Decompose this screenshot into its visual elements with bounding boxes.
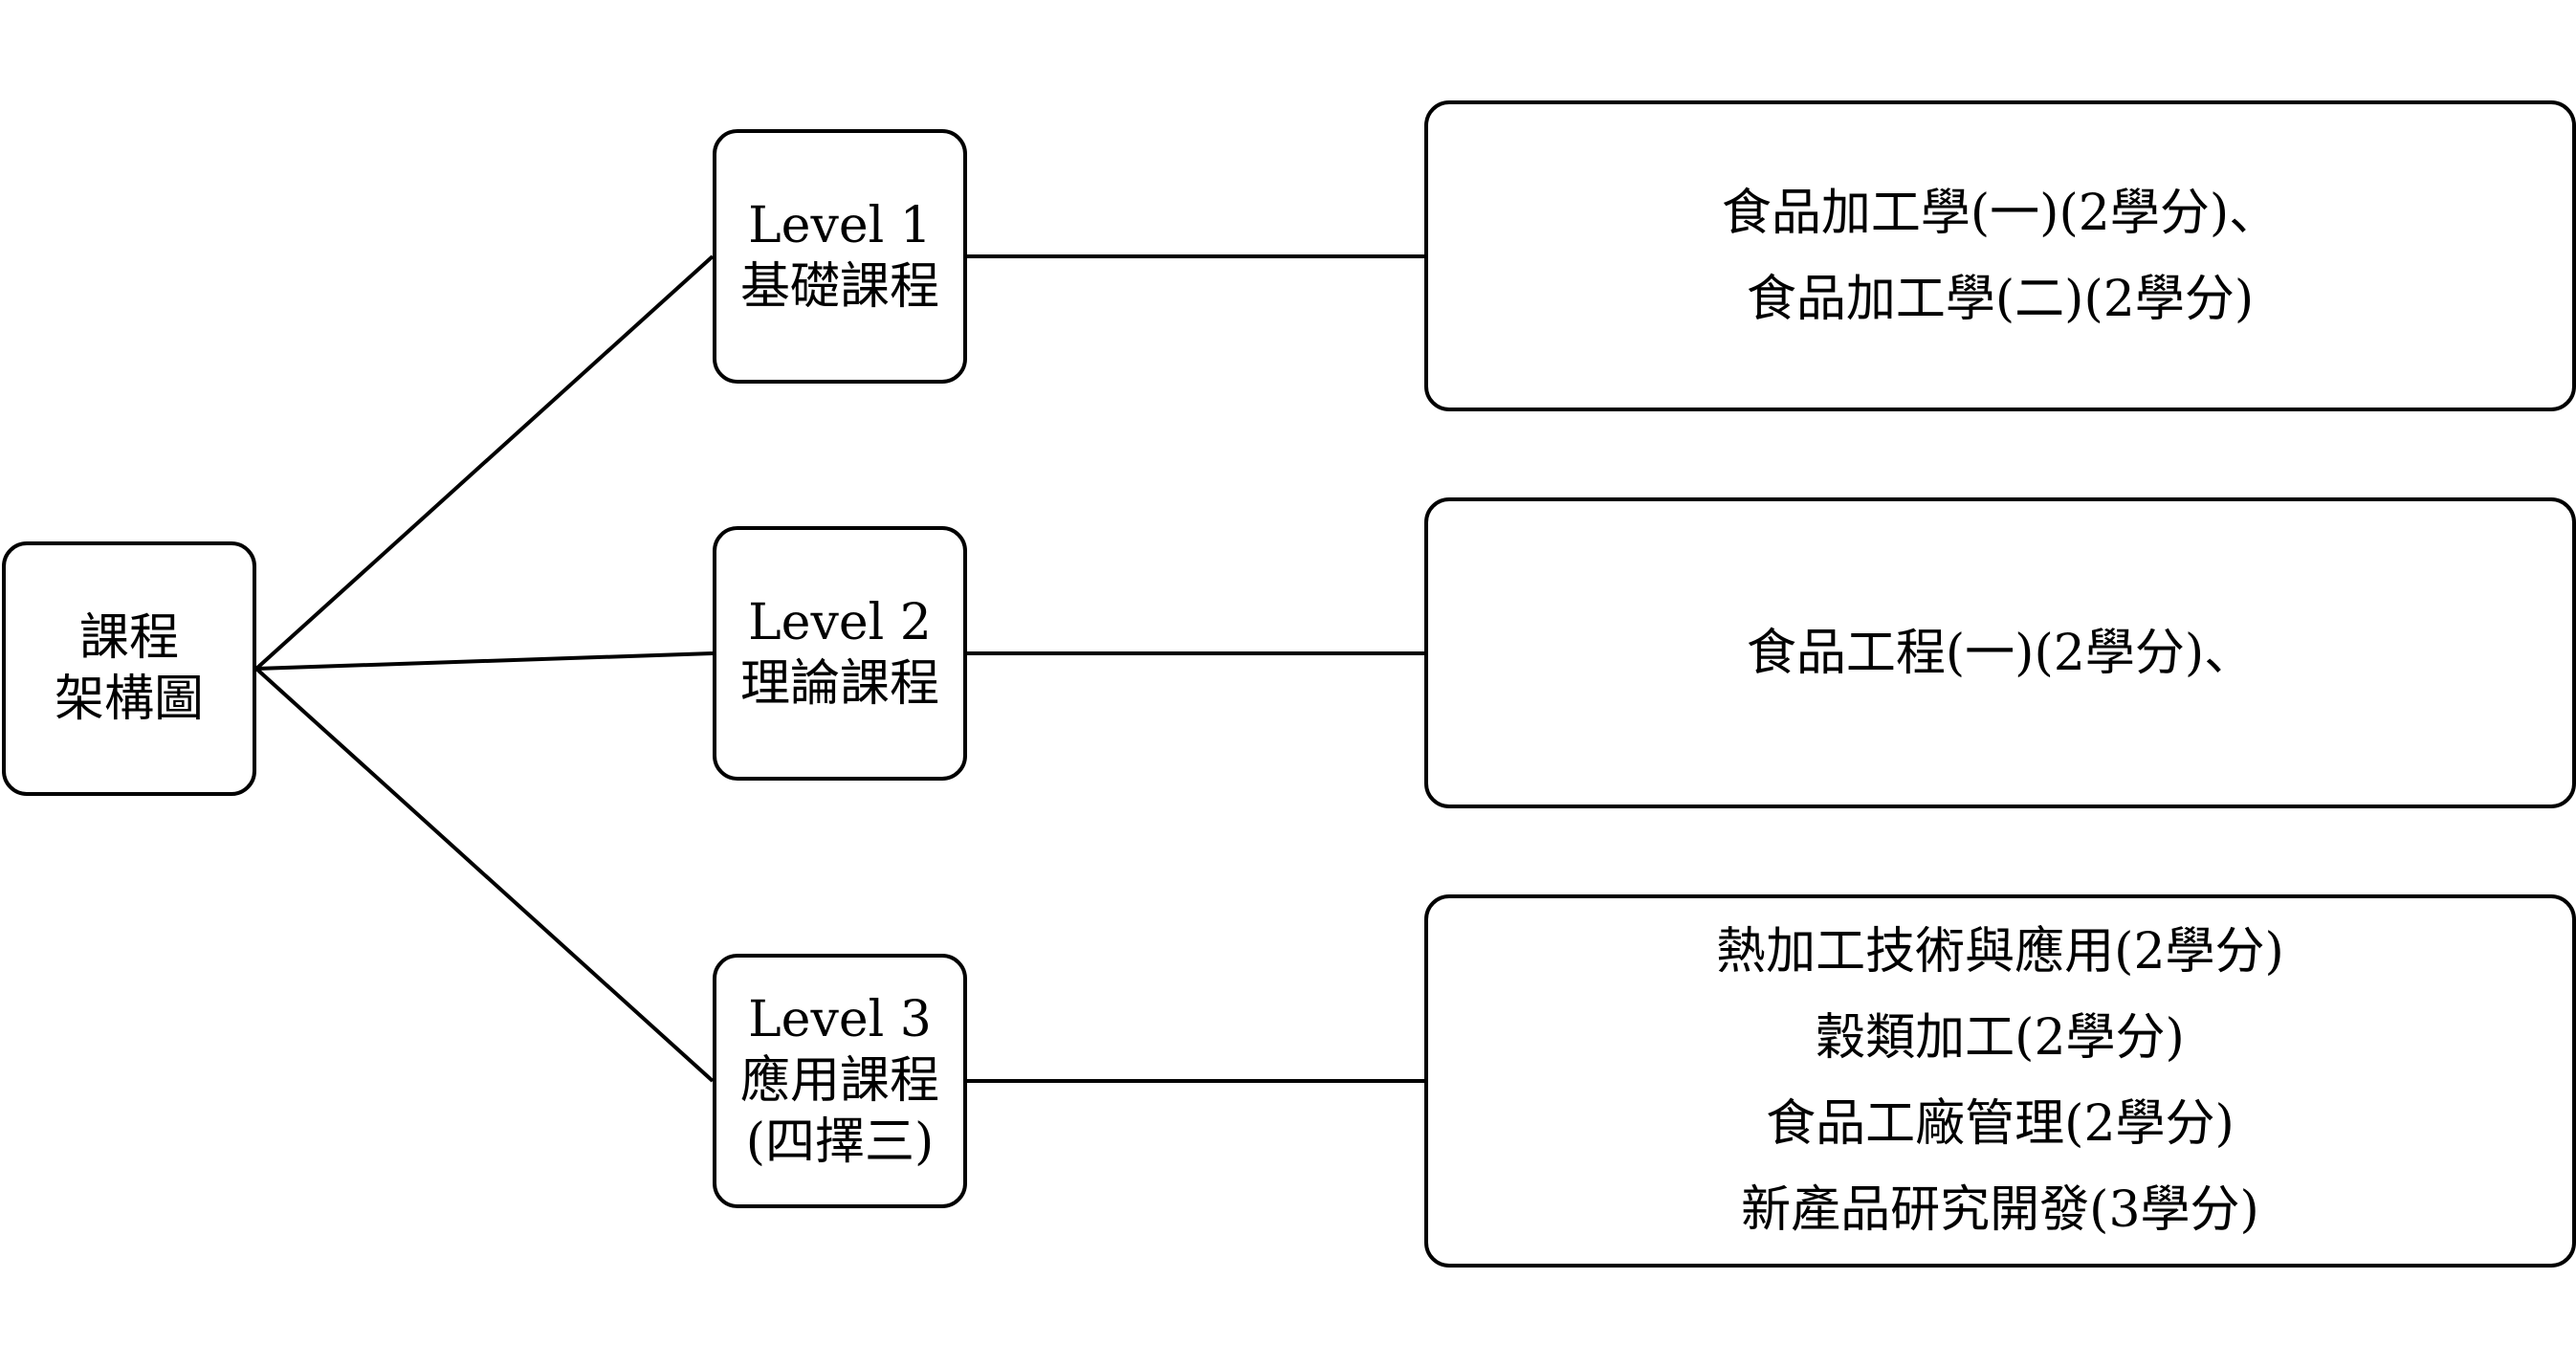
connector-root-level3 [254, 667, 715, 1083]
level-1-title: Level 1 [748, 197, 932, 254]
level-3-node: Level 3 應用課程 (四擇三) [713, 954, 967, 1208]
level-2-node: Level 2 理論課程 [713, 526, 967, 781]
root-line: 課程 [78, 609, 179, 667]
connector-root-level2 [255, 651, 714, 671]
course-item: 食品工程(一)(2學分)、 [1746, 624, 2255, 682]
root-line: 架構圖 [54, 671, 204, 728]
level-2-courses-box: 食品工程(一)(2學分)、 [1424, 497, 2576, 808]
level-1-courses-box: 食品加工學(一)(2學分)、 食品加工學(二)(2學分) [1424, 100, 2576, 411]
root-node-course-structure: 課程 架構圖 [2, 541, 256, 796]
course-item: 食品加工學(一)(2學分)、 [1721, 184, 2279, 242]
level-3-subtitle: 應用課程 [739, 1052, 939, 1110]
level-3-note: (四擇三) [745, 1113, 935, 1171]
level-1-node: Level 1 基礎課程 [713, 129, 967, 384]
course-item: 熱加工技術與應用(2學分) [1716, 923, 2284, 981]
level-3-courses-box: 熱加工技術與應用(2學分) 穀類加工(2學分) 食品工廠管理(2學分) 新產品研… [1424, 894, 2576, 1268]
level-2-subtitle: 理論課程 [739, 655, 939, 713]
course-item: 穀類加工(2學分) [1816, 1009, 2185, 1067]
level-3-title: Level 3 [748, 991, 932, 1048]
connector-root-level1 [254, 254, 715, 671]
level-1-subtitle: 基礎課程 [739, 258, 939, 316]
course-item: 食品加工學(二)(2學分) [1746, 270, 2255, 328]
level-2-title: Level 2 [748, 594, 932, 651]
course-item: 食品工廠管理(2學分) [1766, 1095, 2235, 1153]
course-item: 新產品研究開發(3學分) [1741, 1181, 2259, 1239]
